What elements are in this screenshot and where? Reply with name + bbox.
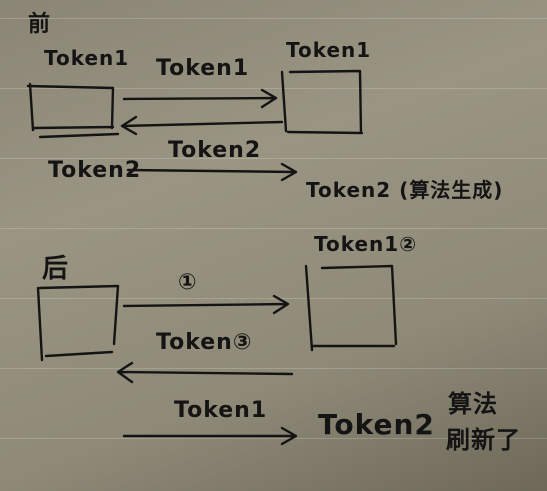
label-arrow-token1: Token1 — [156, 56, 250, 81]
arrow-step3 — [122, 426, 298, 446]
server-box-bottom — [304, 264, 398, 352]
underline — [38, 132, 120, 139]
label-client-token2: Token2 — [48, 158, 142, 183]
arrow-token2 — [126, 162, 298, 182]
rule-line — [0, 298, 547, 299]
label-result-token2: Token2 — [318, 408, 435, 441]
label-step3: Token1 — [174, 398, 268, 423]
heading-after: 后 — [42, 254, 70, 284]
label-server-token2: Token2 (算法生成) — [306, 178, 504, 202]
label-arrow-token2: Token2 — [168, 138, 262, 163]
arrow-step1 — [122, 294, 290, 315]
side-note-line2: 刷新了 — [446, 426, 521, 454]
side-note-line1: 算法 — [448, 390, 498, 418]
label-client-token1: Token1 — [44, 46, 130, 70]
arrow-step2 — [116, 361, 294, 384]
rule-line — [0, 438, 547, 439]
client-box-bottom — [36, 284, 120, 362]
label-step1: ① — [178, 270, 198, 295]
label-server-token1-circled: Token1② — [314, 232, 418, 256]
heading-before: 前 — [28, 12, 52, 37]
label-server-token1: Token1 — [286, 38, 372, 62]
arrow-right-top — [122, 88, 278, 109]
rule-line — [0, 368, 547, 369]
rule-line — [0, 158, 547, 159]
rule-line — [0, 228, 547, 229]
arrow-left-top — [120, 115, 284, 136]
label-step2: Token③ — [156, 330, 253, 355]
rule-line — [0, 88, 547, 89]
client-box-top — [26, 82, 115, 132]
rule-line — [0, 18, 547, 19]
server-box-top — [280, 69, 364, 135]
